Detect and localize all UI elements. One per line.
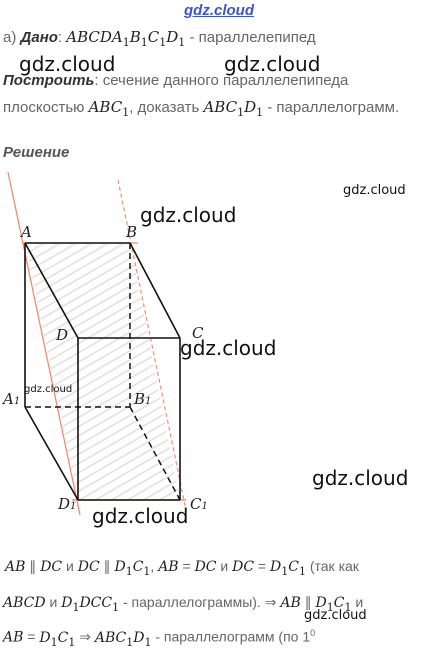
- watermark: gdz.cloud: [312, 466, 409, 490]
- plane-text: плоскостью: [3, 99, 89, 116]
- watermark: gdz.cloud: [140, 203, 237, 227]
- watermark: gdz.cloud: [24, 384, 73, 395]
- given-math: ABCDA1B1C1D1: [66, 28, 186, 49]
- prove-suffix: - параллелограмм.: [263, 99, 400, 116]
- plane-line: плоскостью ABC1, доказать ABC1D1 - парал…: [3, 98, 399, 119]
- plane-math: ABC1: [88, 98, 130, 119]
- header-watermark-link[interactable]: gdz.cloud: [184, 2, 254, 19]
- vertex-b1-label: B1: [134, 390, 152, 408]
- watermark: gdz.cloud: [224, 52, 321, 76]
- given-colon: :: [57, 29, 63, 46]
- construct-line: Построить: сечение данного параллелепипе…: [3, 72, 348, 89]
- vertex-a-label: A: [21, 223, 32, 241]
- prove-math: ABC1D1: [203, 98, 264, 119]
- section-line-right: [117, 179, 187, 511]
- proof-line-1: AB ∥ DC и DC ∥ D1C1, AB = DC и DC = D1C1…: [5, 558, 359, 578]
- edge-bc: [129, 242, 181, 339]
- watermark: gdz.cloud: [92, 504, 189, 528]
- construct-text: : сечение данного параллелепипеда: [94, 72, 349, 89]
- prove-text: , доказать: [129, 99, 204, 116]
- section-hatch: [25, 243, 180, 500]
- proof-line-2: ABCD и D1DCC1 - параллелограммы). ⇒ AB ∥…: [3, 594, 364, 614]
- section-line-left: [7, 171, 81, 516]
- edge-ad: [24, 242, 79, 339]
- watermark: gdz.cloud: [19, 52, 116, 76]
- watermark: gdz.cloud: [304, 608, 367, 623]
- given-suffix: - параллелепипед: [185, 29, 316, 46]
- vertex-d-label: D: [56, 326, 69, 344]
- vertex-d1-label: D1: [58, 495, 77, 513]
- vertex-c1-label: C1: [190, 495, 208, 513]
- edge-b1c1-hidden: [129, 406, 181, 501]
- watermark: gdz.cloud: [180, 336, 277, 360]
- vertex-c-label: C: [192, 324, 204, 342]
- given-line: а) Дано: ABCDA1B1C1D1 - параллелепипед: [3, 28, 316, 49]
- construct-label: Построить: [3, 72, 95, 89]
- given-label: Дано: [20, 29, 58, 46]
- parallelepiped-figure: [7, 171, 187, 516]
- watermark: gdz.cloud: [343, 183, 406, 198]
- vertex-b-label: B: [126, 223, 138, 241]
- edge-a1d1: [24, 406, 79, 501]
- proof-line-3: AB = D1C1 ⇒ ABC1D1 - параллелограмм (по …: [3, 628, 316, 649]
- solution-heading: Решение: [3, 144, 70, 161]
- item-letter: а): [3, 29, 17, 46]
- vertex-a1-label: A1: [3, 390, 21, 408]
